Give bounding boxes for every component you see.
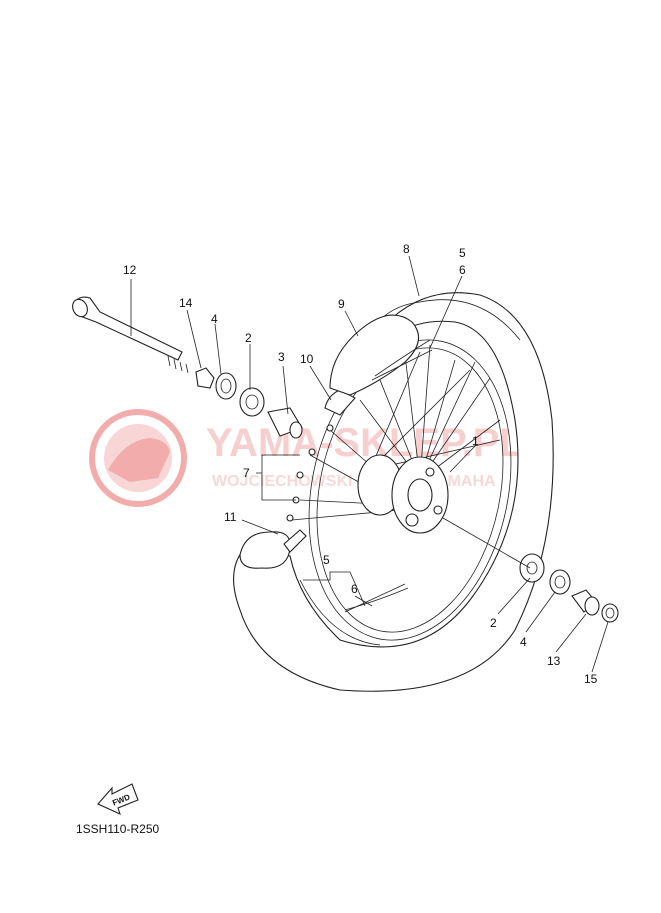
watermark-brand: YAMA-SKLEP.PL (206, 421, 524, 465)
bearing-left (239, 387, 265, 417)
callout-5-top: 5 (459, 246, 466, 260)
callout-9: 9 (338, 297, 345, 311)
spoke-nipple-strip-top (371, 349, 433, 381)
callout-2-right: 2 (490, 616, 497, 630)
spacer (267, 407, 303, 439)
tube (329, 314, 431, 396)
callout-6-top: 6 (459, 263, 466, 277)
collar-13 (571, 589, 600, 616)
bearing-right (519, 553, 545, 583)
watermark-subtitle: WOJCIECHOWSKI DEALER YAMAHA (212, 473, 496, 490)
callout-7: 7 (243, 466, 250, 480)
callout-4-right: 4 (520, 635, 527, 649)
callouts: 12 14 4 2 3 10 9 8 5 6 1 7 11 5 6 2 4 13… (123, 242, 598, 686)
callout-6-bottom: 6 (351, 582, 358, 596)
callout-4-left: 4 (211, 312, 218, 326)
fwd-arrow-icon: FWD (97, 783, 139, 816)
rim-band (324, 389, 356, 416)
spoke-bolts (286, 424, 334, 522)
nut (601, 603, 619, 623)
callout-3: 3 (278, 350, 285, 364)
watermark-logo-icon (89, 409, 187, 507)
hub (357, 454, 449, 534)
callout-11: 11 (224, 510, 237, 524)
callout-13: 13 (547, 654, 561, 668)
callout-5-bottom: 5 (323, 553, 330, 567)
axle (72, 296, 189, 374)
rim (299, 339, 512, 646)
watermark: YAMA-SKLEP.PL WOJCIECHOWSKI DEALER YAMAH… (89, 409, 524, 507)
valve (239, 529, 307, 569)
oil-seal-right (549, 569, 571, 595)
oil-seal-left (215, 372, 237, 400)
collar-14 (195, 367, 215, 389)
leader-lines (130, 255, 609, 673)
callout-8: 8 (403, 242, 410, 256)
callout-10: 10 (300, 352, 314, 366)
callout-2-left: 2 (245, 331, 252, 345)
callout-12: 12 (123, 263, 137, 277)
callout-15: 15 (584, 672, 598, 686)
callout-14: 14 (179, 296, 193, 310)
callout-1: 1 (472, 434, 479, 448)
diagram-code: 1SSH110-R250 (76, 822, 159, 836)
spoke-nipple-strip-bottom (344, 583, 406, 613)
